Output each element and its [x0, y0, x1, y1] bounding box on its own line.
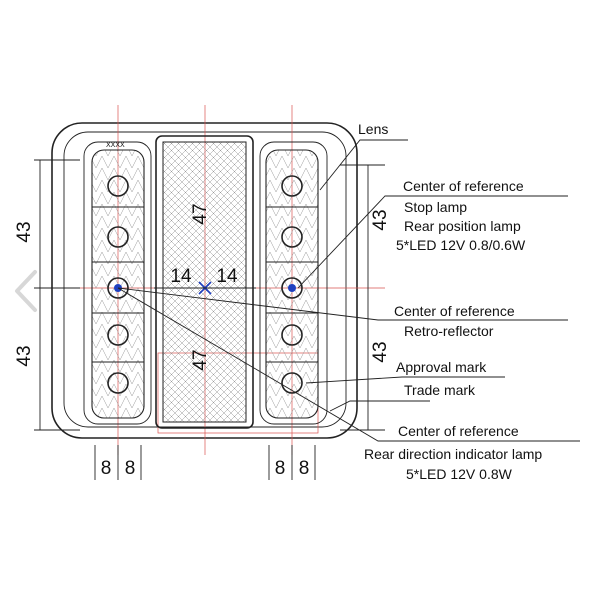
- dim-horiz-left: 14: [170, 266, 192, 287]
- carousel-prev-button[interactable]: [6, 266, 46, 316]
- dim-bottom-left-b: 8: [125, 458, 136, 479]
- dim-right-upper: 43: [370, 209, 391, 230]
- dim-left-lower: 43: [14, 345, 35, 366]
- led-left-2: [107, 226, 129, 248]
- dim-center-lower: 47: [190, 349, 211, 370]
- dim-bottom-right-b: 8: [299, 458, 310, 479]
- label-center-ref-3: Center of reference: [398, 423, 519, 439]
- label-trade-mark: Trade mark: [404, 382, 476, 398]
- label-indicator-spec: 5*LED 12V 0.8W: [406, 466, 513, 482]
- callout-leaders: [117, 139, 580, 442]
- led-left-1: [107, 175, 129, 197]
- label-stop-spec: 5*LED 12V 0.8/0.6W: [396, 237, 526, 253]
- led-left-5: [107, 372, 129, 394]
- right-led-row: [281, 175, 303, 394]
- label-lens: Lens: [358, 121, 388, 137]
- left-lamp-segment: [83, 141, 152, 425]
- chevron-left-icon: [15, 270, 37, 312]
- label-center-ref-1: Center of reference: [403, 178, 524, 194]
- led-right-3: [281, 277, 303, 299]
- label-indicator-lamp: Rear direction indicator lamp: [364, 446, 542, 462]
- left-led-row: [107, 175, 129, 394]
- label-stop-lamp: Stop lamp: [404, 199, 467, 215]
- label-retro-reflector: Retro-reflector: [404, 323, 494, 339]
- approval-stamp: XXXX: [106, 142, 125, 149]
- dim-bottom-left-a: 8: [101, 458, 112, 479]
- center-reflector: [155, 135, 254, 429]
- dim-bottom-right-a: 8: [275, 458, 286, 479]
- led-left-4: [107, 324, 129, 346]
- dimension-lines: [34, 159, 385, 480]
- led-right-4: [281, 324, 303, 346]
- led-right-5: [281, 372, 303, 394]
- dim-right-lower: 43: [370, 341, 391, 362]
- label-approval-mark: Approval mark: [396, 359, 487, 375]
- reference-point-right: [288, 284, 296, 292]
- led-right-2: [281, 226, 303, 248]
- lamp-housing: [51, 122, 358, 439]
- dim-left-upper: 43: [14, 221, 35, 242]
- label-center-ref-2: Center of reference: [394, 303, 515, 319]
- dim-center-upper: 47: [190, 203, 211, 224]
- led-right-1: [281, 175, 303, 197]
- dim-horiz-right: 14: [216, 266, 238, 287]
- right-lamp-segment: [259, 141, 328, 425]
- label-rear-position-lamp: Rear position lamp: [404, 218, 521, 234]
- led-left-3: [107, 277, 129, 299]
